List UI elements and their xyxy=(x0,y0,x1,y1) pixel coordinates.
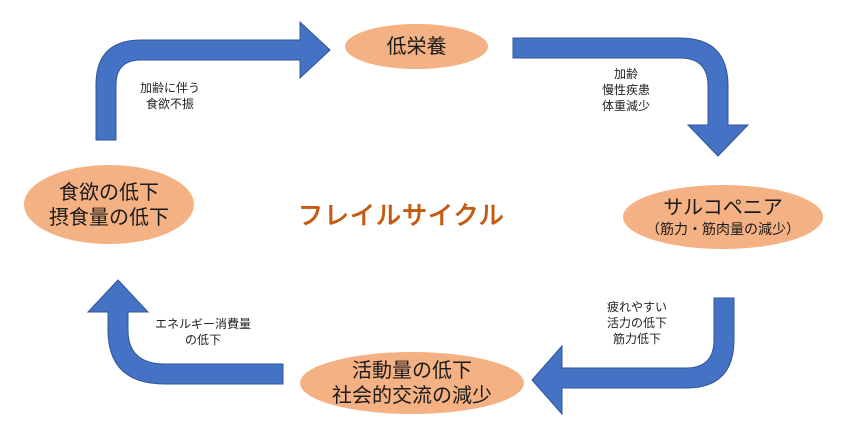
label-aging-appetite-line-1: 加齢に伴う xyxy=(140,81,201,95)
label-aging-disease: 加齢 慢性疾患 体重減少 xyxy=(602,66,650,115)
arrow-malnutrition-to-sarcopenia xyxy=(512,37,750,157)
label-fatigue: 疲れやすい 活力の低下 筋力低下 xyxy=(607,299,667,348)
label-aging-appetite: 加齢に伴う 食欲不振 xyxy=(140,80,200,112)
label-fatigue-line-1: 疲れやすい xyxy=(607,300,668,314)
node-malnutrition: 低栄養 xyxy=(345,24,488,69)
arrow-sarcopenia-to-activity xyxy=(531,297,735,416)
label-aging-disease-line-3: 体重減少 xyxy=(602,99,651,114)
arrow-appetite-to-malnutrition xyxy=(95,20,331,141)
node-appetite-label-1: 食欲の低下 xyxy=(59,179,159,204)
label-energy-line-1: エネルギー消費量 xyxy=(155,317,252,331)
arrow-activity-to-appetite xyxy=(86,279,284,385)
node-malnutrition-label: 低栄養 xyxy=(386,34,447,58)
label-fatigue-line-2: 活力の低下 xyxy=(607,316,668,331)
node-activity-label-1: 活動量の低下 xyxy=(352,358,472,382)
node-sarcopenia-sublabel: （筋力・筋肉量の減少） xyxy=(646,221,800,238)
node-activity-label-2: 社会的交流の減少 xyxy=(332,383,492,407)
label-aging-disease-line-2: 慢性疾患 xyxy=(602,83,651,98)
label-energy-line-2: の低下 xyxy=(185,333,222,348)
node-appetite: 食欲の低下 摂食量の低下 xyxy=(24,165,194,244)
node-sarcopenia-label: サルコペニア xyxy=(663,194,783,219)
label-energy: エネルギー消費量 の低下 xyxy=(155,316,251,348)
label-aging-appetite-line-2: 食欲不振 xyxy=(146,97,195,112)
node-sarcopenia: サルコペニア （筋力・筋肉量の減少） xyxy=(623,185,823,249)
label-aging-disease-line-1: 加齢 xyxy=(614,67,639,81)
label-fatigue-line-3: 筋力低下 xyxy=(613,332,662,347)
cycle-title: フレイルサイクル xyxy=(298,201,505,230)
node-appetite-label-2: 摂食量の低下 xyxy=(49,204,169,229)
node-activity: 活動量の低下 社会的交流の減少 xyxy=(300,352,524,414)
